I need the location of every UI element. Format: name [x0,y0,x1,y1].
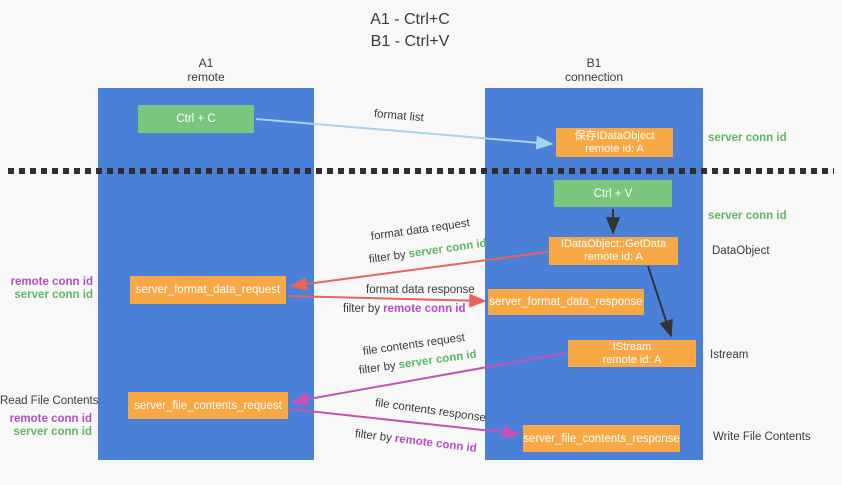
side-label-server-conn-id-2: server conn id [13,426,92,438]
node-file-request-label: server_file_contents_request [134,399,282,412]
lane-a1-role: remote [187,70,225,84]
node-server-format-data-request: server_format_data_request [130,276,286,304]
lane-b1-role: connection [564,70,624,84]
lane-header-a1: A1 remote [146,56,266,84]
node-ctrl-c-label: Ctrl + C [176,113,216,125]
node-server-file-contents-request: server_file_contents_request [128,392,288,419]
side-label-dataobject: DataObject [712,245,770,257]
node-server-file-contents-response: server_file_contents_response [523,425,680,452]
side-label-remote-conn-id-1: remote conn id [10,276,93,288]
node-file-response-label: server_file_contents_response [523,432,680,445]
lane-a1-name: A1 [198,56,214,70]
node-save-idataobject-line1: 保存IDataObject [574,129,655,142]
node-ctrl-v-label: Ctrl + V [593,187,633,200]
side-label-read-file-contents: Read File Contents [0,395,99,407]
node-ctrl-v: Ctrl + V [554,180,672,207]
side-label-server-conn-id-mid: server conn id [708,210,787,222]
node-format-request-label: server_format_data_request [135,284,281,296]
remote-conn-id-text: remote conn id [394,432,478,455]
filter-by-text: filter by [368,248,407,266]
side-label-write-file-contents: Write File Contents [713,431,811,443]
node-istream: IStream remote id: A [568,340,696,367]
node-save-idataobject: 保存IDataObject remote id: A [556,128,673,157]
filter-by-text: filter by [343,303,381,315]
diagram-title: A1 - Ctrl+C B1 - Ctrl+V [320,9,500,53]
node-save-idataobject-line2: remote id: A [585,142,644,155]
side-label-server-conn-id-top: server conn id [708,132,787,144]
filter-by-text: filter by [354,428,393,445]
title-line-1: A1 - Ctrl+C [370,11,450,28]
node-istream-line2: remote id: A [602,353,662,366]
node-istream-line1: IStream [612,340,652,353]
format-data-response-arrow [287,293,487,308]
server-conn-id-text: server conn id [407,237,488,261]
server-conn-id-text: server conn id [397,348,478,372]
side-label-istream: Istream [710,349,749,361]
label-file-contents-response: file contents response [374,397,487,425]
machine-boundary-dotted-line [8,168,834,174]
label-filter-by-server-conn-id-1: filter byserver conn id [368,238,487,266]
left-conn-id-stack-2: remote conn id server conn id [0,413,92,439]
node-server-format-data-response: server_format_data_response [488,289,644,315]
label-format-data-response: format data response [366,284,475,296]
side-label-remote-conn-id-2: remote conn id [9,413,92,425]
side-label-server-conn-id-1: server conn id [14,289,93,301]
remote-conn-id-text: remote conn id [383,303,466,315]
node-idataobject-getdata: IDataObject::GetData remote id: A [549,237,678,265]
left-conn-id-stack-1: remote conn id server conn id [0,276,93,302]
node-getdata-line2: remote id: A [584,251,643,263]
lane-header-b1: B1 connection [534,56,654,84]
node-format-response-label: server_format_data_response [489,296,643,308]
lane-b1-name: B1 [586,56,602,70]
label-format-list: format list [373,108,425,125]
label-format-data-request: format data request [370,217,471,243]
node-ctrl-c: Ctrl + C [138,105,254,133]
node-getdata-line1: IDataObject::GetData [560,238,667,250]
title-line-2: B1 - Ctrl+V [370,33,450,50]
filter-by-text: filter by [358,359,397,377]
